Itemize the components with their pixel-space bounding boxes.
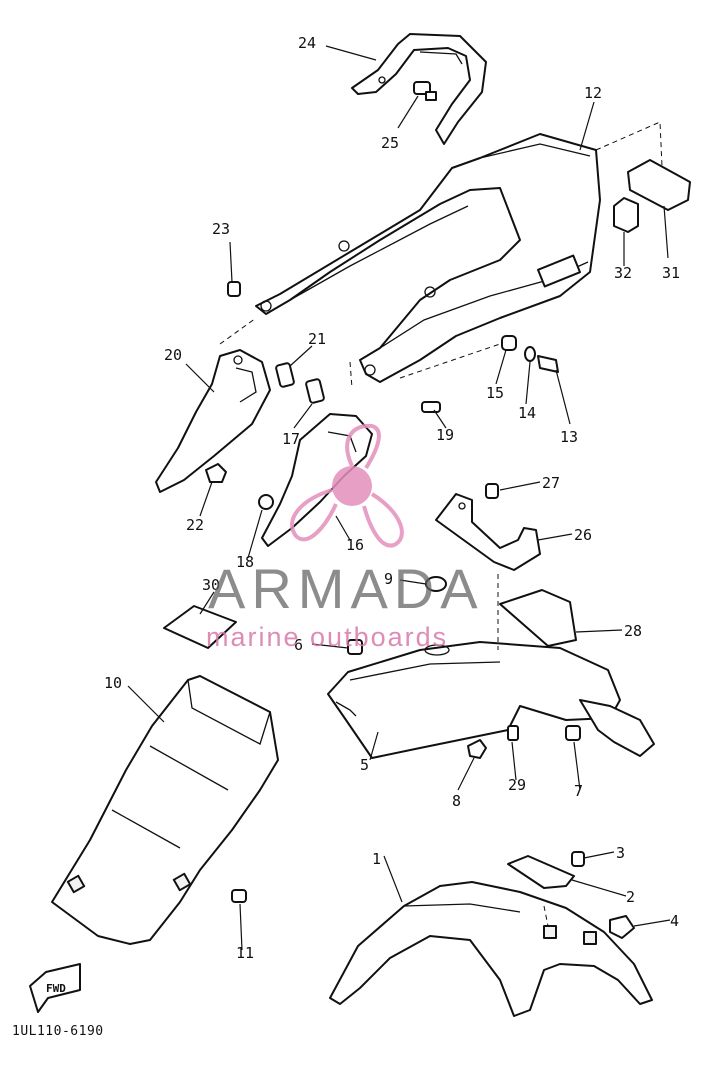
part-reflector-31 [627,159,691,211]
callout-19: 19 [436,426,454,444]
part-bolt-6 [347,639,363,655]
callout-1: 1 [372,850,381,868]
callout-26: 26 [574,526,592,544]
callout-29: 29 [508,776,526,794]
part-bolt-13 [537,355,559,373]
part-bolt-29 [507,725,519,741]
part-bolt-7 [565,725,581,741]
part-grommet-17 [305,378,325,404]
part-nut-8 [467,739,487,759]
part-bolt-23 [227,281,241,297]
watermark-brand: ARMADA [208,557,484,620]
watermark-tagline: marine outboards [206,622,449,652]
callout-32: 32 [614,264,632,282]
part-washer-18 [258,494,274,510]
part-bracket-26 [435,493,541,571]
callout-30: 30 [202,576,220,594]
part-nut-22 [205,463,227,483]
callout-2: 2 [626,888,635,906]
callout-11: 11 [236,944,254,962]
callout-18: 18 [236,553,254,571]
part-bolt-19 [421,401,441,413]
part-front-fender [329,881,653,1017]
callout-9: 9 [384,570,393,588]
part-pad-30 [163,605,237,649]
part-washer-14 [524,346,536,362]
part-inner-fender [51,675,279,945]
callout-27: 27 [542,474,560,492]
part-side-cover-left [155,349,271,493]
callout-24: 24 [298,34,316,52]
callout-14: 14 [518,404,536,422]
part-pad-28 [499,589,577,647]
callout-5: 5 [360,756,369,774]
watermark-logo-icon [290,423,404,548]
callout-21: 21 [308,330,326,348]
forward-direction-arrow: FWD [29,963,81,1013]
part-clip-4 [609,915,635,939]
callout-7: 7 [574,782,583,800]
callout-10: 10 [104,674,122,692]
part-stay-2 [507,855,575,889]
callout-12: 12 [584,84,602,102]
callout-28: 28 [624,622,642,640]
part-bolt-27 [485,483,499,499]
part-pad-32 [613,197,639,233]
callout-25: 25 [381,134,399,152]
callout-16: 16 [346,536,364,554]
part-bolt-11 [231,889,247,903]
callout-23: 23 [212,220,230,238]
callout-22: 22 [186,516,204,534]
part-collar-15 [501,335,517,351]
fwd-label: FWD [46,982,66,995]
callout-17: 17 [282,430,300,448]
callout-20: 20 [164,346,182,364]
part-bolt-3 [571,851,585,867]
callout-6: 6 [294,636,303,654]
part-rear-fender [327,641,655,759]
callout-4: 4 [670,912,679,930]
part-bolt-25 [413,81,437,101]
part-grab-bar [351,33,487,145]
callout-3: 3 [616,844,625,862]
drawing-code: 1UL110-6190 [12,1024,104,1039]
callout-13: 13 [560,428,578,446]
callout-8: 8 [452,792,461,810]
callout-labels: 24 25 12 31 32 23 20 21 17 15 14 13 19 2… [104,34,680,962]
part-tail-cowl [255,133,601,383]
callout-31: 31 [662,264,680,282]
part-grommet-21 [275,362,295,388]
callout-15: 15 [486,384,504,402]
